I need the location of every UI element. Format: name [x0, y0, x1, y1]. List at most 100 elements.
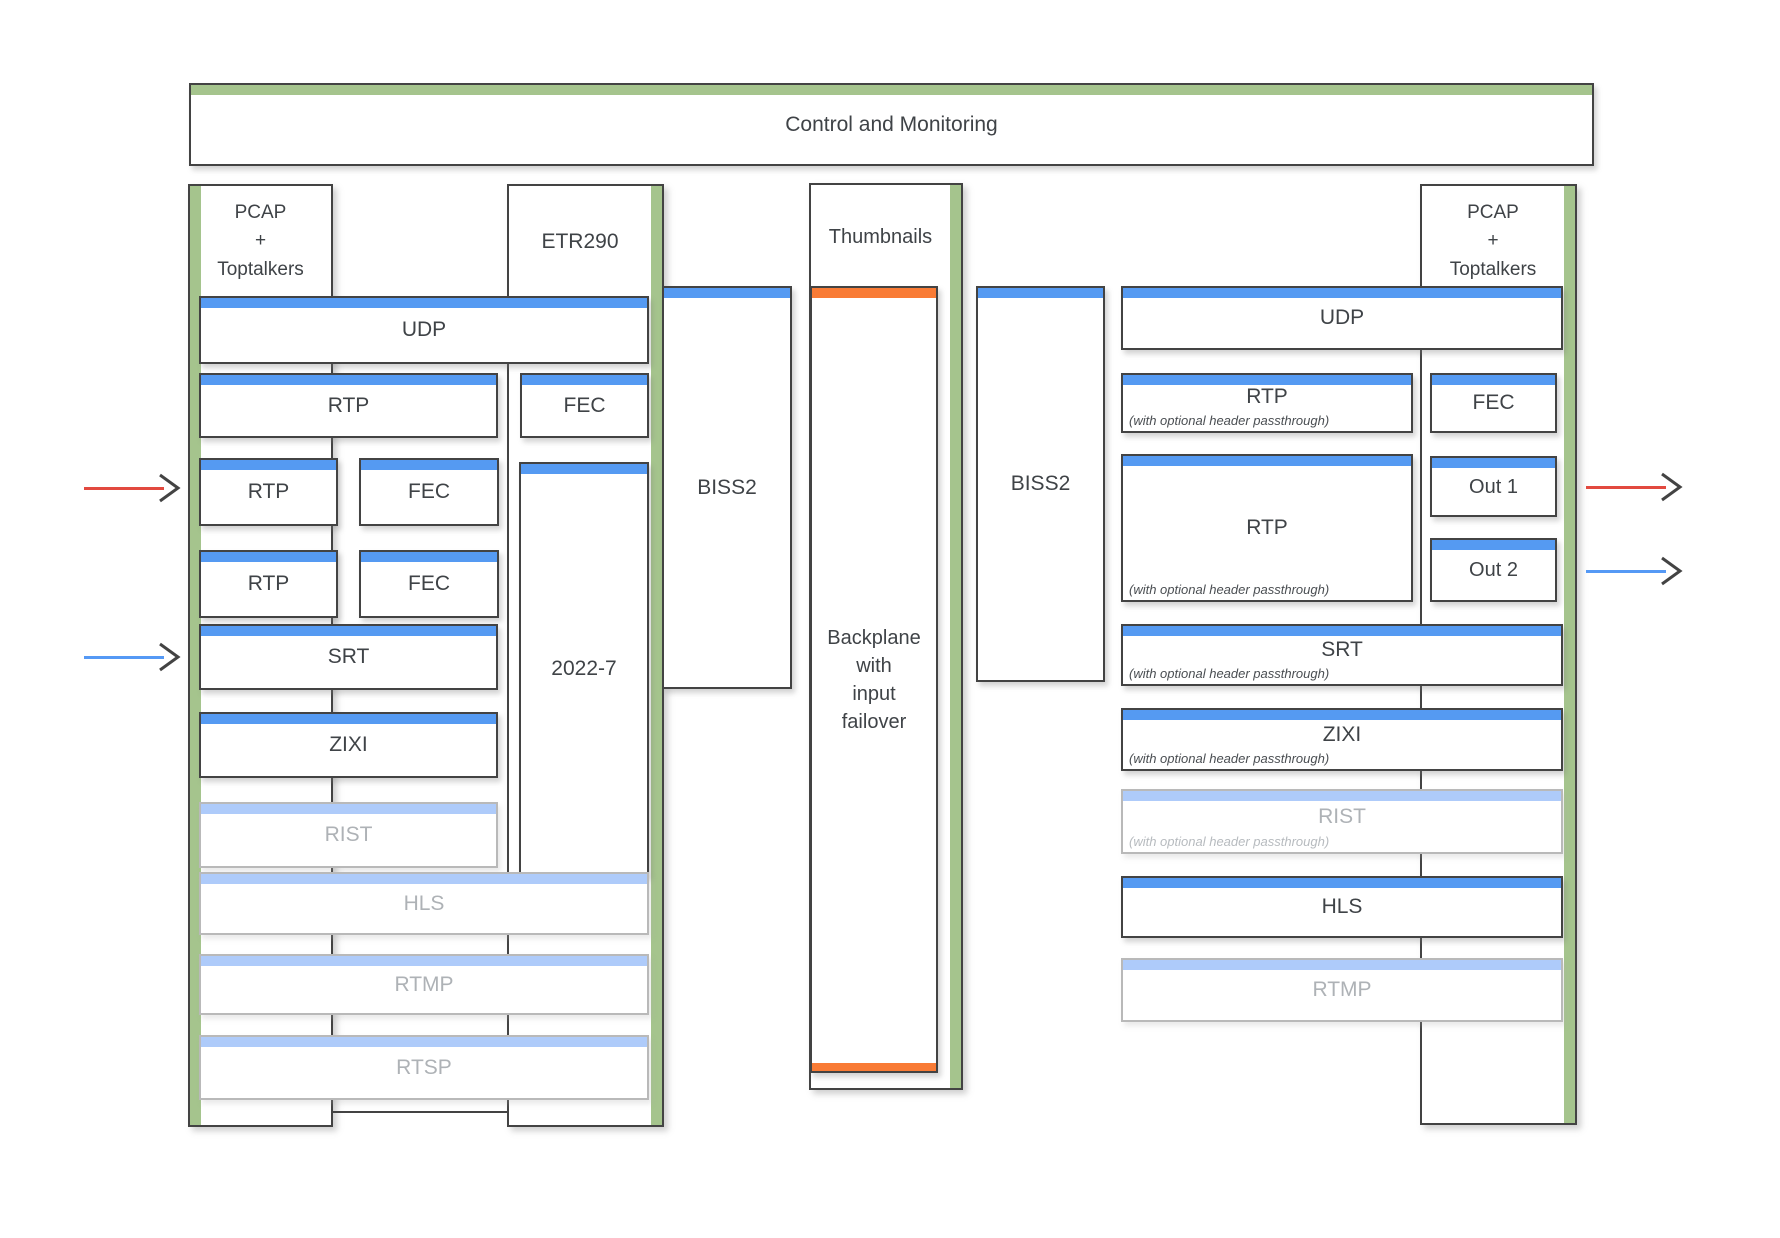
right-fec-box: FEC [1430, 373, 1557, 433]
right-rtmp-label: RTMP [1312, 978, 1372, 1002]
blue-bar [1123, 375, 1411, 385]
left-chassis-green-bar [190, 186, 201, 1125]
biss2-input-box: BISS2 [662, 286, 792, 689]
left-unit-bottom-connector [331, 1111, 509, 1113]
thumbnails-label: Thumbnails [828, 225, 933, 248]
right-output-blue-arrow-icon [1586, 554, 1684, 588]
blue-bar [201, 298, 647, 308]
blue-bar [978, 288, 1103, 298]
faded-blue-bar [201, 804, 496, 814]
right-rist-box: RIST (with optional header passthrough) [1121, 789, 1563, 854]
left-zixi-box: ZIXI [199, 712, 498, 778]
passthrough-note: (with optional header passthrough) [1129, 666, 1330, 681]
left-2022-7-label: 2022-7 [551, 657, 617, 681]
biss2-output-box: BISS2 [976, 286, 1105, 682]
left-rtp-row1-label: RTP [327, 393, 370, 417]
left-rtsp-label: RTSP [396, 1055, 452, 1079]
blue-bar [664, 288, 790, 298]
right-hls-box: HLS [1121, 876, 1563, 938]
green-top-bar [191, 85, 1592, 95]
left-input-blue-arrow-icon [84, 640, 182, 674]
right-output-red-arrow-icon [1586, 470, 1684, 504]
blue-bar [1123, 288, 1561, 298]
blue-bar [201, 552, 336, 562]
faded-blue-bar [1123, 791, 1561, 801]
left-hls-label: HLS [403, 891, 445, 915]
left-zixi-label: ZIXI [329, 733, 368, 757]
blue-bar [1123, 710, 1561, 720]
faded-blue-bar [201, 956, 647, 966]
orange-top-bar [812, 288, 936, 298]
left-fec-row3-box: FEC [359, 550, 499, 618]
left-rist-box: RIST [199, 802, 498, 868]
left-2022-7-box: 2022-7 [519, 462, 649, 876]
blue-bar [1432, 458, 1555, 468]
left-chassis-green-bar-right [651, 186, 662, 1125]
blue-bar [1432, 375, 1555, 385]
blue-bar [361, 552, 497, 562]
faded-blue-bar [1123, 960, 1561, 970]
orange-bottom-bar [812, 1063, 936, 1071]
left-fec-row3-label: FEC [408, 572, 450, 596]
biss2-input-label: BISS2 [697, 475, 757, 499]
left-rtp-row2-label: RTP [247, 480, 290, 504]
right-out2-label: Out 2 [1469, 559, 1518, 581]
blue-bar [522, 375, 647, 385]
faded-blue-bar [201, 874, 647, 884]
blue-bar [201, 714, 496, 724]
right-out2-box: Out 2 [1430, 538, 1557, 602]
left-input-red-arrow-icon [84, 471, 182, 505]
faded-blue-bar [201, 1037, 647, 1047]
right-zixi-box: ZIXI (with optional header passthrough) [1121, 708, 1563, 771]
backplane-box: Backplane with input failover [810, 286, 938, 1073]
passthrough-note: (with optional header passthrough) [1129, 413, 1330, 428]
right-hls-label: HLS [1321, 895, 1363, 919]
blue-bar [201, 460, 336, 470]
right-srt-box: SRT (with optional header passthrough) [1121, 624, 1563, 686]
left-srt-label: SRT [327, 645, 370, 669]
left-rtp-row2-box: RTP [199, 458, 338, 526]
blue-bar [1123, 456, 1411, 466]
pcap-toptalkers-label: PCAP + Toptalkers [217, 201, 304, 280]
blue-bar [361, 460, 497, 470]
left-rist-label: RIST [324, 823, 373, 847]
left-rtp-row3-label: RTP [247, 572, 290, 596]
passthrough-note: (with optional header passthrough) [1129, 834, 1330, 849]
blue-bar [201, 375, 496, 385]
right-rtp1-label: RTP [1246, 385, 1288, 409]
left-srt-box: SRT [199, 624, 498, 690]
left-fec-row1-box: FEC [520, 373, 649, 438]
left-udp-label: UDP [401, 318, 447, 342]
biss2-output-label: BISS2 [1010, 472, 1071, 496]
right-zixi-label: ZIXI [1322, 722, 1362, 746]
right-rtp2-label: RTP [1246, 516, 1288, 540]
blue-bar [201, 626, 496, 636]
left-rtsp-box: RTSP [199, 1035, 649, 1100]
right-udp-box: UDP [1121, 286, 1563, 350]
control-and-monitoring-box: Control and Monitoring [189, 83, 1594, 166]
passthrough-note: (with optional header passthrough) [1129, 582, 1330, 597]
right-rtp1-box: RTP (with optional header passthrough) [1121, 373, 1413, 433]
blue-bar [1432, 540, 1555, 550]
right-chassis-green-bar [1564, 186, 1575, 1123]
left-rtp-row3-box: RTP [199, 550, 338, 618]
right-fec-label: FEC [1472, 391, 1515, 415]
passthrough-note: (with optional header passthrough) [1129, 751, 1330, 766]
left-fec-row2-box: FEC [359, 458, 499, 526]
left-hls-box: HLS [199, 872, 649, 935]
right-out1-box: Out 1 [1430, 456, 1557, 517]
right-rtmp-box: RTMP [1121, 958, 1563, 1022]
right-srt-label: SRT [1321, 638, 1363, 662]
left-rtp-row1-box: RTP [199, 373, 498, 438]
left-fec-row2-label: FEC [408, 480, 450, 504]
etr290-label: ETR290 [541, 229, 619, 253]
control-and-monitoring-label: Control and Monitoring [785, 112, 998, 136]
left-rtmp-label: RTMP [394, 972, 454, 996]
blue-bar [1123, 878, 1561, 888]
backplane-label: Backplane with input failover [827, 626, 921, 733]
right-out1-label: Out 1 [1469, 475, 1518, 498]
left-rtmp-box: RTMP [199, 954, 649, 1015]
right-pcap-toptalkers-label: PCAP + Toptalkers [1449, 201, 1537, 280]
middle-chassis-green-bar [950, 185, 961, 1088]
